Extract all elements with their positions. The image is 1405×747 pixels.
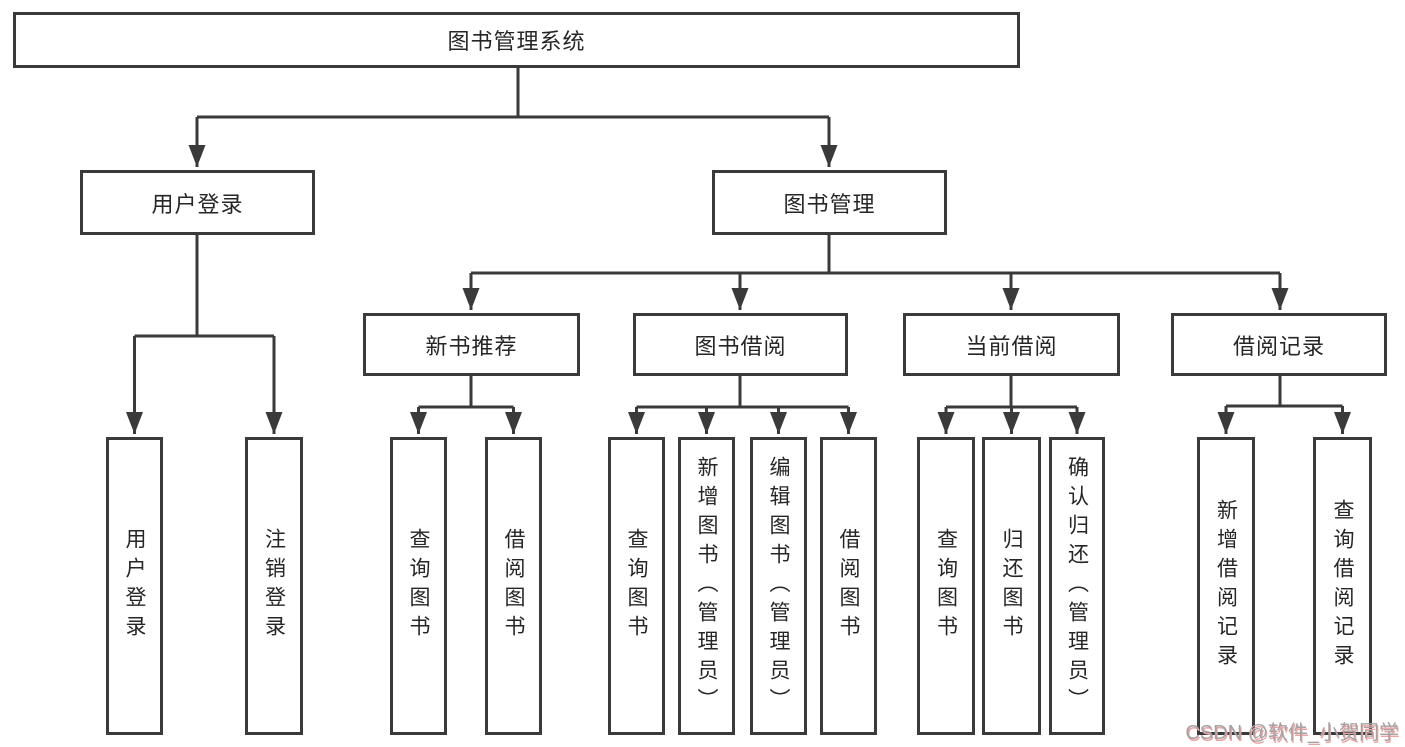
leaf-records-query-record: 查询借阅记录	[1313, 437, 1372, 735]
leaf-label: 查询图书	[625, 528, 648, 644]
leaf-label: 查询借阅记录	[1331, 499, 1354, 673]
leaf-newrec-borrow-books: 借阅图书	[485, 437, 542, 735]
leaf-label: 新增借阅记录	[1214, 499, 1238, 673]
leaf-current-confirm-return-admin: 确认归还（管理员）	[1049, 437, 1105, 735]
leaf-label: 新增图书（管理员）	[695, 455, 718, 717]
leaf-label: 借阅图书	[502, 528, 525, 644]
node-book-borrow: 图书借阅	[633, 313, 848, 376]
node-user-login: 用户登录	[80, 170, 315, 235]
node-label: 图书管理系统	[447, 29, 586, 54]
node-label: 当前借阅	[965, 333, 1058, 359]
leaf-borrow-add-books-admin: 新增图书（管理员）	[678, 437, 735, 735]
leaf-label: 编辑图书（管理员）	[767, 455, 790, 717]
node-label: 用户登录	[151, 191, 244, 217]
leaf-borrow-edit-books-admin: 编辑图书（管理员）	[750, 437, 807, 735]
connector-arrows	[126, 117, 1351, 434]
leaf-borrow-borrow-books: 借阅图书	[820, 437, 877, 735]
leaf-logout-login: 注销登录	[245, 437, 303, 735]
leaf-label: 确认归还（管理员）	[1065, 455, 1089, 717]
node-borrow-records: 借阅记录	[1171, 313, 1387, 376]
node-new-book-recommend: 新书推荐	[363, 313, 580, 376]
node-label: 图书管理	[783, 191, 876, 217]
node-label: 新书推荐	[425, 333, 518, 359]
node-current-borrow: 当前借阅	[903, 313, 1120, 376]
leaf-label: 查询图书	[407, 528, 430, 644]
leaf-label: 归还图书	[1000, 528, 1023, 644]
leaf-borrow-query-books: 查询图书	[608, 437, 665, 735]
leaf-label: 借阅图书	[837, 528, 860, 644]
watermark: CSDN @软件_小贺同学	[1185, 722, 1399, 744]
leaf-current-query-books: 查询图书	[917, 437, 975, 735]
leaf-label: 用户登录	[123, 528, 146, 644]
node-label: 借阅记录	[1232, 333, 1325, 359]
node-label: 图书借阅	[694, 333, 787, 359]
node-book-management: 图书管理	[712, 170, 947, 235]
leaf-user-login: 用户登录	[106, 437, 163, 735]
leaf-current-return-books: 归还图书	[982, 437, 1041, 735]
leaf-newrec-query-books: 查询图书	[390, 437, 447, 735]
leaf-label: 注销登录	[262, 528, 286, 644]
leaf-label: 查询图书	[934, 528, 958, 644]
node-root: 图书管理系统	[13, 12, 1020, 68]
leaf-records-add-record: 新增借阅记录	[1197, 437, 1255, 735]
